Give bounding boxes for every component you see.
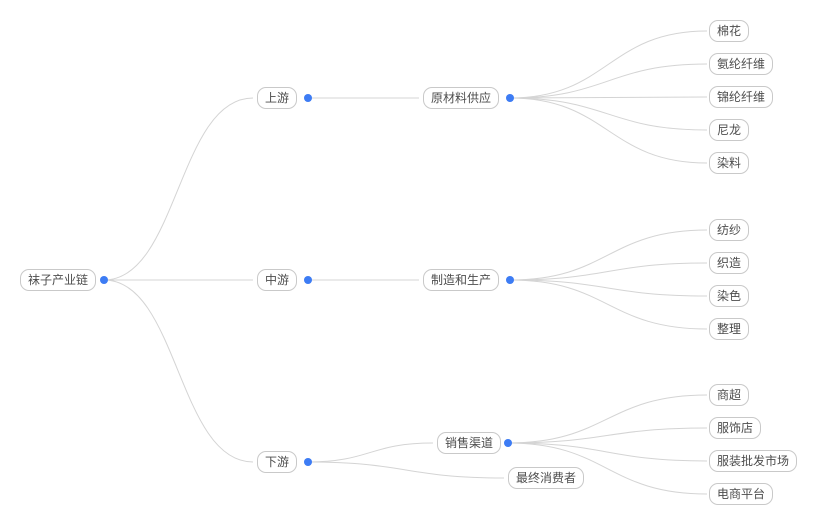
node-final-consumer[interactable]: 最终消费者 [508,467,584,489]
node-nylon-fiber[interactable]: 锦纶纤维 [709,86,773,108]
node-ecommerce-platform[interactable]: 电商平台 [709,483,773,505]
node-midstream[interactable]: 中游 [257,269,297,291]
edge [509,96,708,99]
node-root-sock-industry-chain[interactable]: 袜子产业链 [20,269,96,291]
edge [507,427,708,444]
edge [509,262,708,281]
node-downstream[interactable]: 下游 [257,451,297,473]
edge [509,30,708,99]
edge [509,229,708,281]
expand-dot-midstream[interactable] [304,276,312,284]
expand-dot-raw-material-supply[interactable] [506,94,514,102]
edge [507,442,708,462]
node-raw-material-supply[interactable]: 原材料供应 [423,87,499,109]
expand-dot-manufacturing-production[interactable] [506,276,514,284]
node-manufacturing-production[interactable]: 制造和生产 [423,269,499,291]
edge [509,97,708,131]
node-sales-channel[interactable]: 销售渠道 [437,432,501,454]
node-nylon[interactable]: 尼龙 [709,119,749,141]
edge [103,279,254,463]
node-spandex-fiber[interactable]: 氨纶纤维 [709,53,773,75]
expand-dot-upstream[interactable] [304,94,312,102]
node-cotton[interactable]: 棉花 [709,20,749,42]
edge [509,63,708,99]
expand-dot-root[interactable] [100,276,108,284]
expand-dot-downstream[interactable] [304,458,312,466]
node-supermarket[interactable]: 商超 [709,384,749,406]
node-finishing[interactable]: 整理 [709,318,749,340]
node-clothing-wholesale-market[interactable]: 服装批发市场 [709,450,797,472]
node-weaving[interactable]: 织造 [709,252,749,274]
node-upstream[interactable]: 上游 [257,87,297,109]
edge [103,97,254,281]
node-dyeing[interactable]: 染色 [709,285,749,307]
edge [509,279,708,330]
node-dye[interactable]: 染料 [709,152,749,174]
edge [307,461,505,479]
edge [509,279,708,297]
edge [507,442,708,495]
edge [509,97,708,164]
edge [307,442,434,463]
expand-dot-sales-channel[interactable] [504,439,512,447]
node-clothing-store[interactable]: 服饰店 [709,417,761,439]
edge [507,394,708,444]
node-spinning[interactable]: 纺纱 [709,219,749,241]
